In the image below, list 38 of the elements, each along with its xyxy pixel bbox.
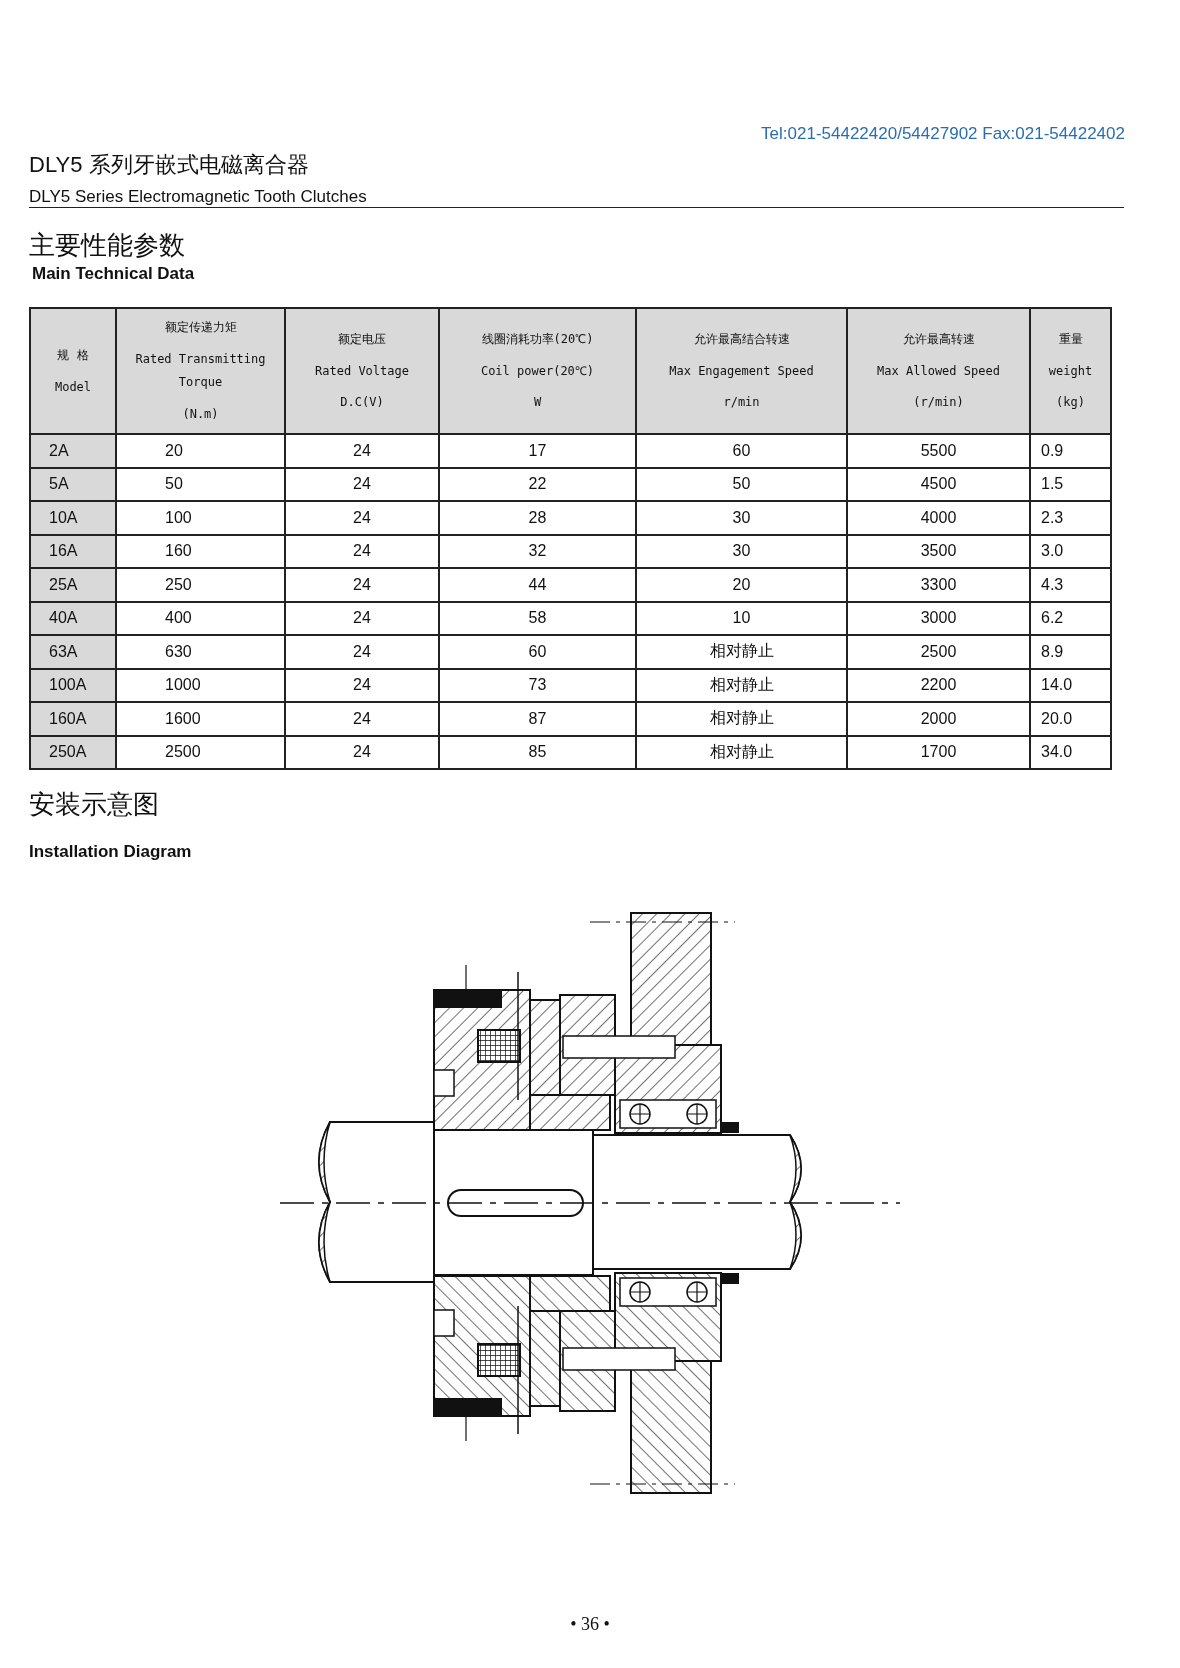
header-text: 线圈消耗功率(20℃) (481, 330, 594, 348)
page-subtitle: DLY5 Series Electromagnetic Tooth Clutches (29, 187, 367, 207)
section-subheading: Installation Diagram (29, 842, 192, 862)
section-heading: 主要性能参数 (29, 229, 185, 262)
row-header: 160A (31, 703, 115, 735)
section-subheading: Main Technical Data (32, 264, 195, 284)
header-text: 额定电压 (338, 330, 386, 348)
page-title: DLY5 系列牙嵌式电磁离合器 (29, 151, 309, 179)
header-text: W (533, 394, 542, 412)
page-number: • 36 • (569, 1614, 611, 1635)
row-header: 10A (31, 502, 115, 534)
header-text: Max Allowed Speed (877, 362, 1000, 380)
row-header: 63A (31, 636, 115, 668)
header-text: 允许最高转速 (902, 330, 975, 348)
row-header: 2A (31, 435, 115, 467)
header-text: D.C(V) (340, 394, 384, 412)
row-header: 16A (31, 535, 115, 567)
header-text: r/min (723, 394, 760, 412)
row-header: 250A (31, 736, 115, 768)
header-text: 规 格 (57, 346, 89, 364)
contact-info: Tel:021-54422420/54427902 Fax:021-54422402 (761, 124, 1125, 144)
row-header: 25A (31, 569, 115, 601)
section-heading: 安装示意图 (29, 788, 159, 821)
header-text: Coil power(20℃) (480, 362, 595, 380)
header-text: Rated Transmitting Torque (134, 351, 267, 391)
header-text: (kg) (1056, 394, 1085, 412)
header-text: 允许最高结合转速 (693, 330, 790, 348)
header-text: (r/min) (913, 394, 964, 412)
header-text: Max Engagement Speed (669, 362, 814, 380)
header-text: 额定传递力矩 (164, 319, 237, 337)
header-text: weight (1048, 362, 1093, 380)
header-text: (N.m) (182, 405, 219, 423)
header-text: Rated Voltage (315, 362, 409, 380)
row-header: 5A (31, 468, 115, 500)
row-header: 100A (31, 669, 115, 701)
header-text: 重量 (1058, 330, 1083, 348)
row-header: 40A (31, 602, 115, 634)
header-text: Model (54, 378, 92, 396)
